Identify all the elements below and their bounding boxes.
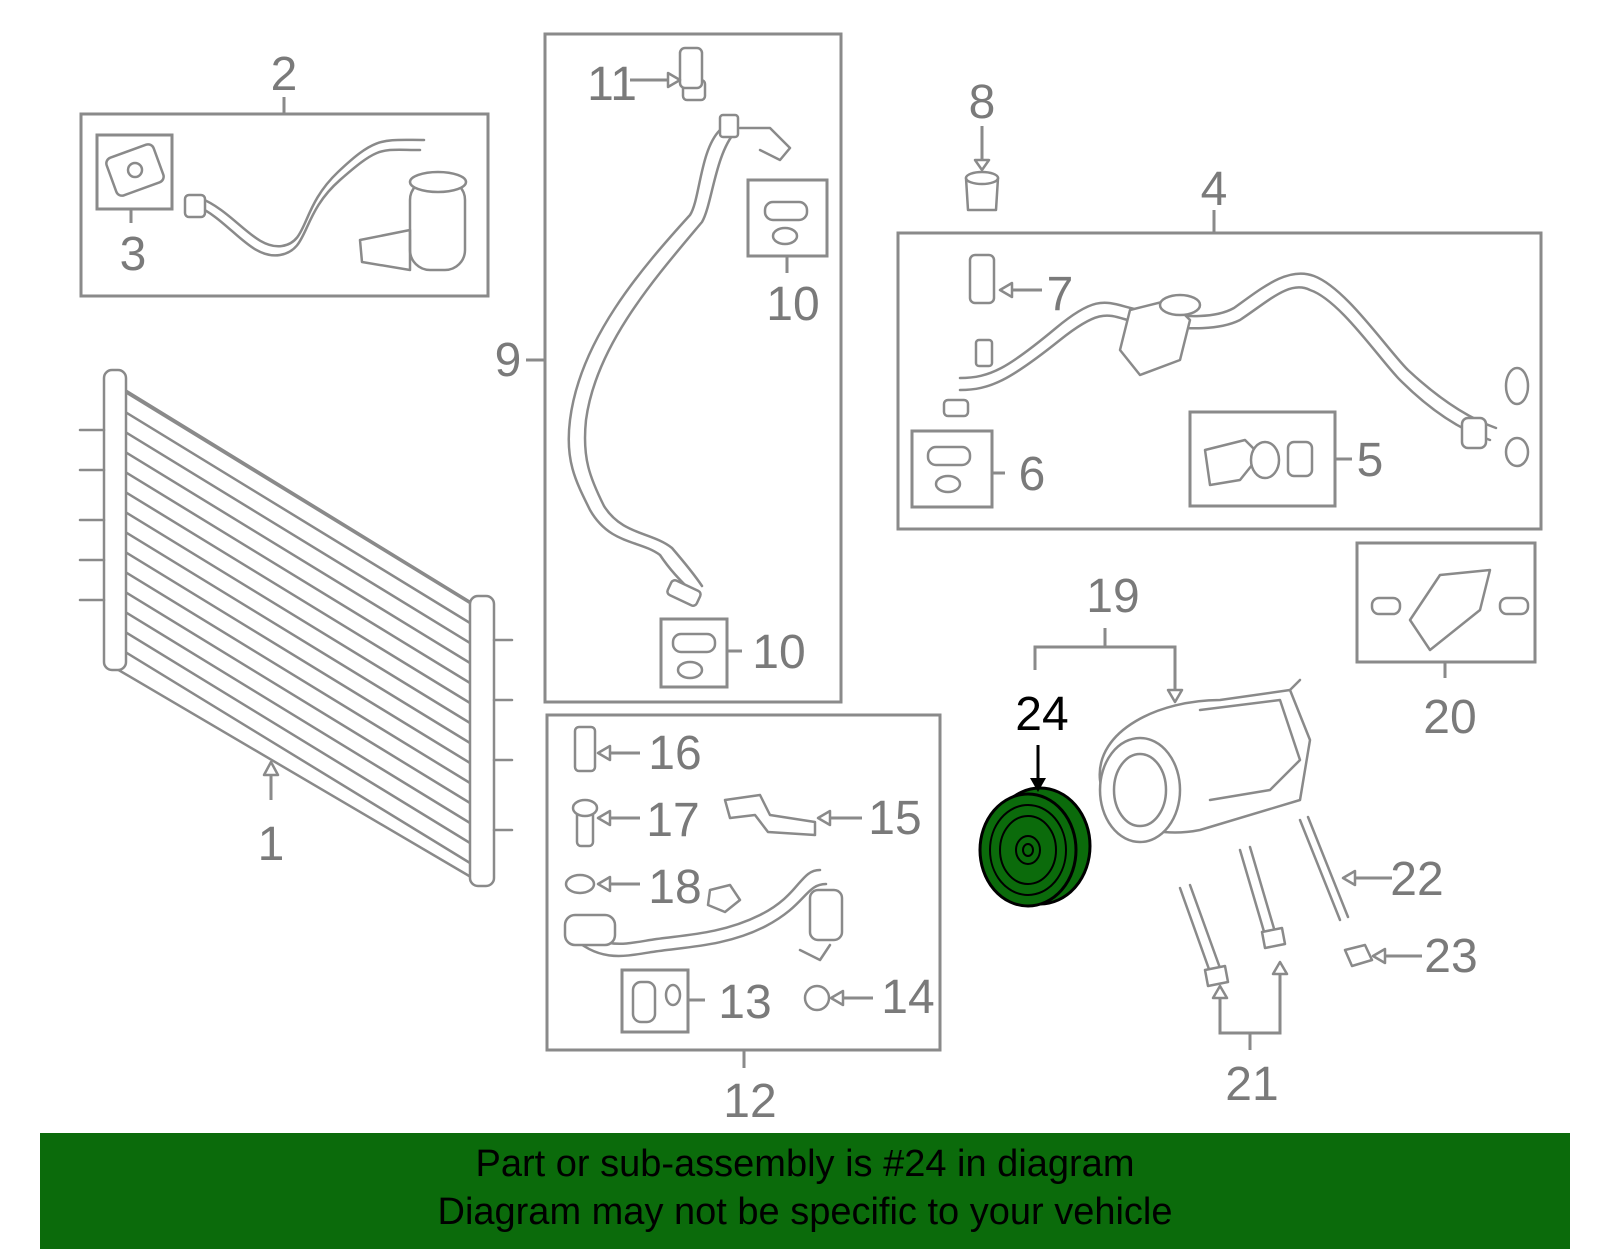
part-24-clutch-pulley[interactable] [978, 745, 1092, 908]
callout-2: 2 [271, 48, 298, 101]
group-2-drier-line[interactable] [79, 97, 490, 298]
callout-7: 7 [1047, 268, 1074, 321]
callout-10-lower: 10 [752, 626, 805, 679]
part-20-bracket[interactable] [1355, 541, 1537, 678]
callout-3: 3 [120, 228, 147, 281]
callout-8: 8 [969, 76, 996, 129]
callout-19: 19 [1086, 570, 1139, 623]
callout-12: 12 [723, 1075, 776, 1128]
callout-23: 23 [1424, 930, 1477, 983]
parts-21-22-23-fasteners[interactable] [1178, 815, 1422, 1050]
callout-15: 15 [868, 792, 921, 845]
callout-10-upper: 10 [766, 278, 819, 331]
group-1-condenser[interactable] [78, 368, 514, 888]
callout-6: 6 [1019, 448, 1046, 501]
group-19-compressor[interactable] [1033, 628, 1312, 844]
callout-1: 1 [258, 818, 285, 871]
footer-banner: Part or sub-assembly is #24 in diagram D… [40, 1133, 1570, 1249]
callout-17: 17 [646, 794, 699, 847]
callout-13: 13 [718, 976, 771, 1029]
callout-4: 4 [1201, 163, 1228, 216]
callout-22: 22 [1390, 853, 1443, 906]
callout-5: 5 [1357, 434, 1384, 487]
callout-14: 14 [881, 971, 934, 1024]
group-12-liquid-line[interactable] [545, 713, 942, 1068]
callout-9: 9 [495, 334, 522, 387]
group-4-suction-line[interactable] [896, 210, 1543, 531]
callout-16: 16 [648, 727, 701, 780]
callout-11: 11 [587, 58, 637, 111]
callout-21: 21 [1225, 1058, 1278, 1111]
callout-24: 24 [1015, 688, 1068, 741]
callout-18: 18 [648, 861, 701, 914]
callout-20: 20 [1423, 691, 1476, 744]
part-8-cap[interactable] [964, 126, 1000, 212]
footer-disclaimer: Diagram may not be specific to your vehi… [437, 1190, 1173, 1233]
group-9-discharge-hose[interactable] [526, 32, 843, 704]
footer-part-note: Part or sub-assembly is #24 in diagram [475, 1143, 1135, 1185]
